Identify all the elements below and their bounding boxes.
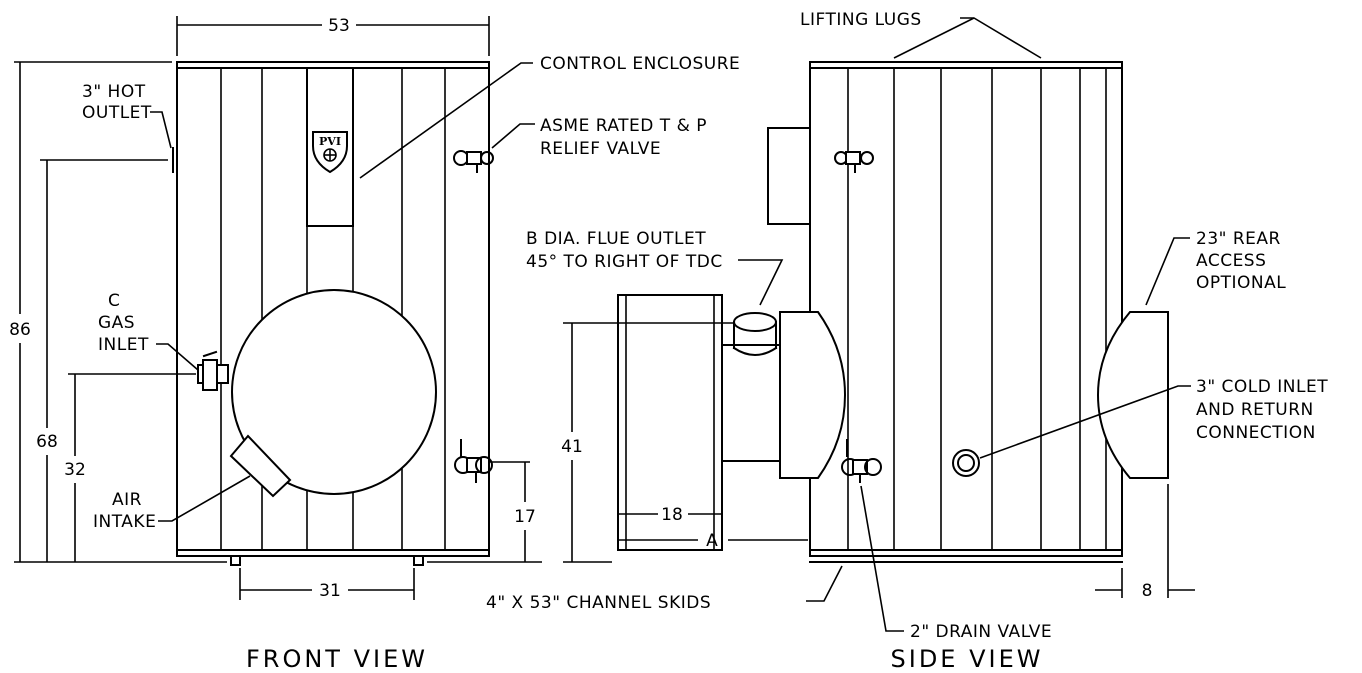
dim-burner-length: 18	[661, 505, 683, 525]
side-relief-valve-icon	[834, 151, 874, 173]
side-labels: LIFTING LUGS B DIA. FLUE OUTLET 45° TO R…	[486, 10, 1328, 673]
svg-text:AND RETURN: AND RETURN	[1196, 400, 1314, 420]
side-drain-valve-icon	[841, 439, 882, 483]
relief-valve-icon	[453, 150, 494, 173]
svg-text:INTAKE: INTAKE	[93, 512, 156, 532]
flue-outlet-icon	[732, 312, 778, 356]
front-view: PVI	[172, 61, 494, 566]
svg-text:OUTLET: OUTLET	[82, 103, 152, 123]
blower-housing	[617, 294, 723, 551]
side-dimensions: 41 18 A 8	[561, 322, 1195, 601]
label-cold-inlet: 3" COLD INLET	[1196, 377, 1328, 397]
dim-skid-spacing: 31	[319, 581, 341, 601]
label-rear-access: 23" REAR	[1196, 229, 1281, 249]
dim-drain-height: 17	[514, 507, 536, 527]
front-cabinet	[176, 61, 490, 557]
svg-text:INLET: INLET	[98, 335, 149, 355]
dim-rear-depth: 8	[1142, 581, 1153, 601]
air-intake-duct	[229, 434, 292, 498]
dim-burner-offset: A	[706, 531, 718, 551]
label-hot-outlet: 3" HOT	[82, 82, 146, 102]
svg-text:RELIEF VALVE: RELIEF VALVE	[540, 139, 661, 159]
front-labels: 3" HOT OUTLET CONTROL ENCLOSURE ASME RAT…	[82, 54, 740, 673]
dim-burner-height: 41	[561, 437, 583, 457]
side-view-title: SIDE VIEW	[891, 645, 1044, 673]
pvi-logo: PVI	[312, 131, 348, 174]
front-skid-right	[413, 555, 424, 566]
dim-outlet-height: 68	[36, 432, 58, 452]
label-control-enclosure: CONTROL ENCLOSURE	[540, 54, 740, 74]
svg-text:ACCESS: ACCESS	[1196, 251, 1266, 271]
label-flue-outlet: B DIA. FLUE OUTLET	[526, 229, 706, 249]
side-view	[617, 61, 1169, 563]
svg-text:GAS: GAS	[98, 313, 135, 333]
side-panel-seams	[847, 68, 1107, 550]
label-drain-valve: 2" DRAIN VALVE	[910, 622, 1052, 642]
burner-head	[779, 311, 847, 479]
drain-valve-icon	[454, 439, 493, 483]
burner-circle	[231, 289, 437, 495]
label-channel-skids: 4" X 53" CHANNEL SKIDS	[486, 593, 711, 613]
svg-text:CONNECTION: CONNECTION	[1196, 423, 1316, 443]
gas-valve-icon	[197, 350, 229, 391]
svg-text:PVI: PVI	[319, 135, 341, 148]
cold-inlet-icon	[952, 449, 980, 477]
label-lifting-lugs: LIFTING LUGS	[800, 10, 922, 30]
front-skid-left	[230, 555, 241, 566]
svg-text:OPTIONAL: OPTIONAL	[1196, 273, 1286, 293]
dim-gas-height: 32	[64, 460, 86, 480]
front-view-title: FRONT VIEW	[246, 645, 428, 673]
front-dimensions: 53 86 68 32 17 31	[9, 16, 542, 601]
side-cabinet	[809, 61, 1123, 557]
label-gas-inlet: C	[108, 291, 120, 311]
side-control-enclosure	[767, 127, 811, 225]
label-air-intake: AIR	[112, 490, 142, 510]
svg-text:45° TO RIGHT OF TDC: 45° TO RIGHT OF TDC	[526, 252, 723, 272]
label-relief-valve: ASME RATED T & P	[540, 116, 707, 136]
dim-height: 86	[9, 320, 31, 340]
rear-access	[1096, 311, 1169, 479]
dim-width: 53	[328, 16, 350, 36]
